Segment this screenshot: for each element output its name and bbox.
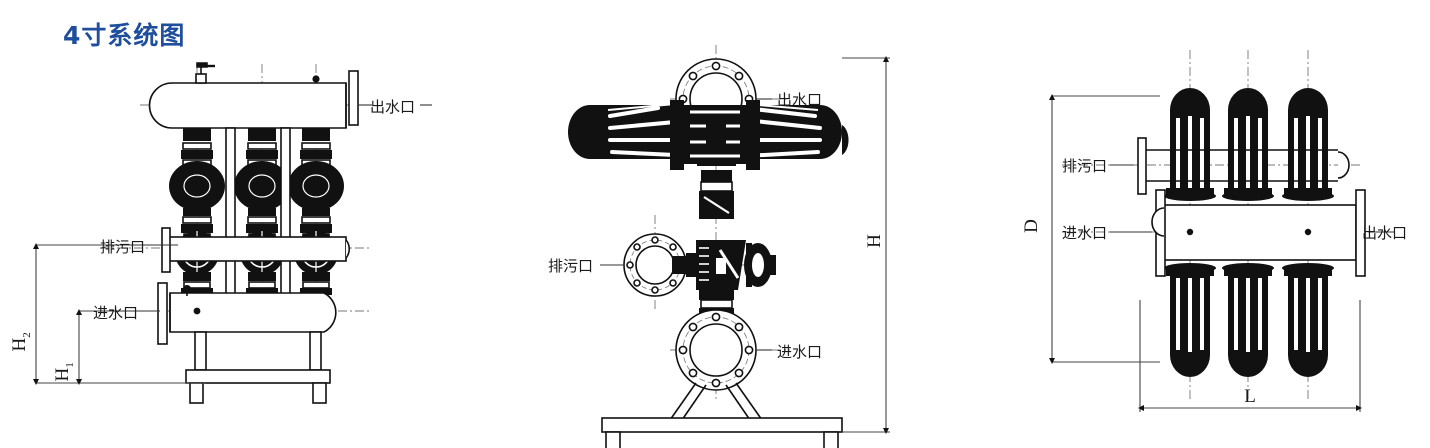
top-outlet-label: 出水口 — [1362, 224, 1408, 242]
plan-main-header — [1151, 189, 1366, 277]
top-plan-view: 排污口 进水口 出水口 D L — [1000, 0, 1430, 448]
riser-column — [699, 170, 734, 219]
dimension-lines — [33, 243, 205, 385]
side-outlet-label: 出水口 — [777, 91, 823, 109]
drain-manifold — [161, 227, 351, 273]
front-outlet-label: 出水口 — [370, 98, 416, 116]
base-stand — [601, 382, 843, 448]
vessel-assembly-3 — [288, 128, 344, 306]
plan-vessel-1 — [1164, 88, 1216, 377]
side-elevation-view: 出水口 排污口 进水口 H — [500, 0, 920, 448]
dimension-l — [1138, 300, 1362, 412]
plan-vessel-2 — [1222, 88, 1274, 377]
page-title: 4寸系统图 — [63, 21, 186, 50]
front-inlet-label: 进水口 — [93, 304, 139, 322]
dimension-d — [1049, 94, 1160, 364]
top-inlet-label: 进水口 — [1062, 224, 1108, 242]
top-drain-label: 排污口 — [1062, 157, 1108, 175]
side-drain-label: 排污口 — [548, 257, 594, 275]
inlet-flange — [675, 309, 757, 391]
side-inlet-label: 进水口 — [777, 343, 823, 361]
leader-lines — [600, 98, 772, 351]
dimension-h2-label: H2 — [9, 332, 33, 352]
drain-flange — [623, 233, 706, 297]
front-drain-label: 排污口 — [100, 238, 146, 256]
leader-lines — [112, 104, 432, 312]
dimension-h — [842, 56, 890, 434]
support-frame — [185, 331, 331, 404]
dimension-h1-label: H1 — [52, 362, 76, 382]
dimension-d-label: D — [1021, 219, 1042, 233]
bottom-manifold — [157, 282, 337, 345]
vessel-bundle — [568, 100, 849, 170]
plan-vessel-3 — [1282, 88, 1334, 377]
valve-body — [696, 240, 776, 290]
top-manifold — [148, 62, 359, 129]
dimension-l-label: L — [1244, 386, 1256, 407]
front-elevation-view: 出水口 排污口 进水口 H2 H1 — [0, 0, 470, 448]
vessel-assembly-1 — [169, 128, 225, 306]
plan-drain-header — [1137, 137, 1350, 195]
leader-lines — [1110, 164, 1395, 233]
dimension-h-label: H — [864, 234, 885, 248]
